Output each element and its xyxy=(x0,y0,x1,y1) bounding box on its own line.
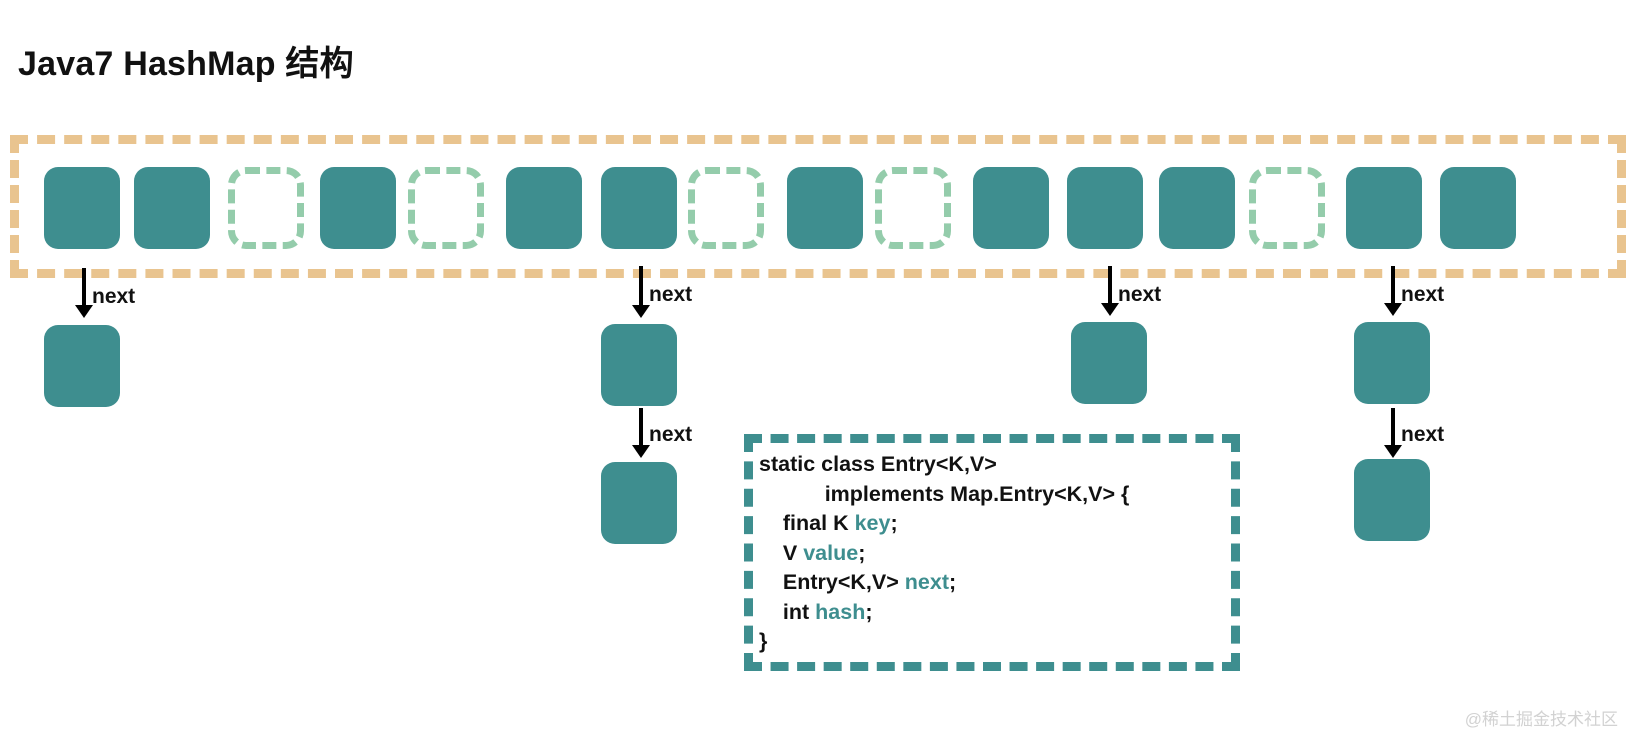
code-text-span: V xyxy=(759,540,804,565)
watermark-label: @稀土掘金技术社区 xyxy=(1464,710,1618,729)
array-cell-0-filled xyxy=(44,167,120,249)
page-title: Java7 HashMap 结构 xyxy=(18,45,354,83)
code-text-span: ; xyxy=(890,511,898,535)
entry-node-bucket-6-0 xyxy=(601,324,677,406)
entry-node-bucket-0-0 xyxy=(44,325,120,407)
array-cell-14-filled xyxy=(1346,167,1422,249)
entry-node-bucket-14-0 xyxy=(1354,322,1430,404)
code-field-name: next xyxy=(904,570,949,594)
code-field-name: hash xyxy=(815,599,866,624)
code-text-span: ; xyxy=(858,540,866,565)
code-text-span: ; xyxy=(949,570,957,594)
next-arrow-bucket-14-1 xyxy=(1391,408,1395,446)
code-line-1: implements Map.Entry<K,V> { xyxy=(759,480,1130,510)
next-arrow-label-bucket-0-0: next xyxy=(92,285,136,308)
array-cell-15-filled xyxy=(1440,167,1516,249)
next-arrow-bucket-11-0 xyxy=(1108,266,1112,304)
array-cell-6-filled xyxy=(601,167,677,249)
array-cell-2-empty xyxy=(228,167,304,249)
entry-node-bucket-6-1 xyxy=(601,462,677,544)
code-text-span: } xyxy=(759,629,768,653)
next-arrow-bucket-6-1 xyxy=(639,408,643,446)
array-cell-11-filled xyxy=(1067,167,1143,249)
next-arrow-label-bucket-14-0: next xyxy=(1401,283,1445,306)
array-cell-10-filled xyxy=(973,167,1049,249)
array-cell-5-filled xyxy=(506,167,582,249)
code-text-span: Entry<K,V> xyxy=(759,570,905,594)
code-line-3: V value; xyxy=(759,539,1129,569)
array-cell-9-empty xyxy=(875,167,951,249)
next-arrow-label-bucket-6-0: next xyxy=(649,283,693,306)
next-arrow-label-bucket-11-0: next xyxy=(1118,283,1162,306)
next-arrow-label-bucket-6-1: next xyxy=(649,423,693,446)
array-cell-8-filled xyxy=(787,167,863,249)
code-line-4: Entry<K,V> next; xyxy=(759,568,1129,598)
code-line-6: } xyxy=(759,627,1129,657)
code-line-0: static class Entry<K,V> xyxy=(759,450,1129,480)
code-text-span: static class Entry<K,V> xyxy=(759,452,997,476)
code-line-2: final K key; xyxy=(759,509,1129,539)
entry-node-bucket-11-0 xyxy=(1071,322,1147,404)
array-cell-3-filled xyxy=(320,167,396,249)
array-cell-7-empty xyxy=(688,167,764,249)
code-text-span: implements Map.Entry<K,V> { xyxy=(759,481,1130,506)
code-text-span: final K xyxy=(759,511,855,535)
code-line-5: int hash; xyxy=(759,598,1129,628)
entry-class-code-text: static class Entry<K,V> implements Map.E… xyxy=(759,450,1129,657)
array-cell-1-filled xyxy=(134,167,210,249)
array-cell-13-empty xyxy=(1249,167,1325,249)
code-text-span: ; xyxy=(865,599,873,624)
entry-node-bucket-14-1 xyxy=(1354,459,1430,541)
hashmap-array-container xyxy=(10,135,1626,278)
code-field-name: value xyxy=(803,540,859,565)
array-cell-4-empty xyxy=(408,167,484,249)
code-field-name: key xyxy=(854,511,891,535)
next-arrow-label-bucket-14-1: next xyxy=(1401,423,1445,446)
next-arrow-bucket-0-0 xyxy=(82,268,86,306)
entry-class-code-box: static class Entry<K,V> implements Map.E… xyxy=(744,434,1240,671)
array-cell-12-filled xyxy=(1159,167,1235,249)
code-text-span: int xyxy=(759,599,816,624)
next-arrow-bucket-14-0 xyxy=(1391,266,1395,304)
next-arrow-bucket-6-0 xyxy=(639,266,643,306)
